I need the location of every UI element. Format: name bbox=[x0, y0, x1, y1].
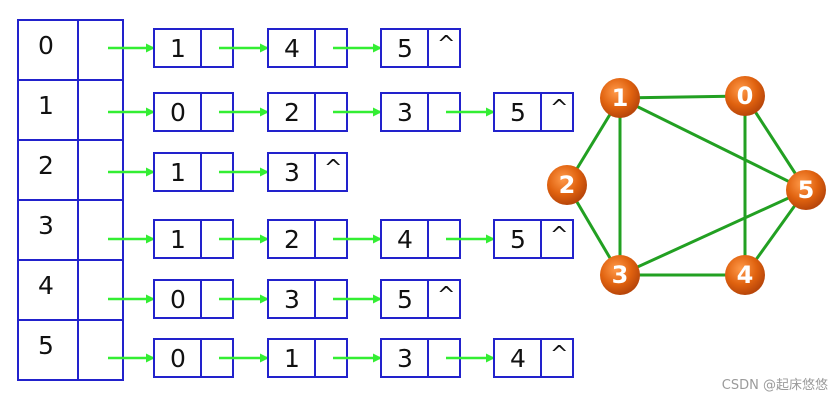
list-node-0-5: 5^ bbox=[380, 28, 461, 68]
head-pointer-cell bbox=[77, 79, 124, 141]
watermark: CSDN @起床悠悠 bbox=[721, 378, 828, 393]
head-pointer-cell bbox=[77, 139, 124, 201]
list-node-4-3: 3 bbox=[267, 279, 348, 319]
vertex-circle bbox=[725, 255, 765, 295]
graph-vertex-0: 0 bbox=[725, 76, 765, 116]
node-value: 0 bbox=[170, 98, 186, 127]
list-node-5-4: 4^ bbox=[493, 338, 574, 378]
head-row-4: 4 bbox=[17, 259, 124, 321]
graph-vertex-5: 5 bbox=[786, 170, 826, 210]
node-next-cell bbox=[540, 219, 574, 259]
vertex-circle bbox=[786, 170, 826, 210]
head-row-0: 0 bbox=[17, 19, 124, 81]
node-value: 1 bbox=[170, 225, 186, 254]
head-vertex-label: 1 bbox=[38, 91, 54, 120]
list-node-2-3: 3^ bbox=[267, 152, 348, 192]
head-vertex-label: 0 bbox=[38, 31, 54, 60]
graph-vertex-4: 4 bbox=[725, 255, 765, 295]
graph-edge-1-0 bbox=[619, 94, 746, 100]
node-value: 4 bbox=[284, 34, 300, 63]
node-value: 4 bbox=[397, 225, 413, 254]
node-value: 5 bbox=[510, 98, 526, 127]
vertex-circle bbox=[547, 165, 587, 205]
list-node-5-0: 0 bbox=[153, 338, 234, 378]
graph-vertex-1: 1 bbox=[600, 78, 640, 118]
node-next-cell bbox=[427, 28, 461, 68]
node-value: 3 bbox=[397, 344, 413, 373]
head-pointer-cell bbox=[77, 19, 124, 81]
vertex-label: 4 bbox=[737, 261, 754, 289]
list-node-1-0: 0 bbox=[153, 92, 234, 132]
node-value: 3 bbox=[284, 158, 300, 187]
head-vertex-label: 4 bbox=[38, 271, 54, 300]
graph-edge-3-5 bbox=[619, 188, 807, 277]
null-pointer-marker: ^ bbox=[550, 342, 568, 367]
null-pointer-marker: ^ bbox=[437, 283, 455, 308]
node-value: 5 bbox=[397, 285, 413, 314]
node-value: 3 bbox=[397, 98, 413, 127]
undirected-graph: 0 1 2 3 4 5 bbox=[547, 76, 826, 295]
head-vertex-label: 5 bbox=[38, 331, 54, 360]
head-pointer-cell bbox=[77, 199, 124, 261]
list-node-4-5: 5^ bbox=[380, 279, 461, 319]
head-row-2: 2 bbox=[17, 139, 124, 201]
graph-vertex-3: 3 bbox=[600, 255, 640, 295]
node-value: 4 bbox=[510, 344, 526, 373]
node-value: 3 bbox=[284, 285, 300, 314]
node-next-cell bbox=[427, 279, 461, 319]
list-node-3-5: 5^ bbox=[493, 219, 574, 259]
vertex-label: 2 bbox=[559, 171, 576, 199]
vertex-label: 5 bbox=[798, 176, 815, 204]
graph-edge-1-5 bbox=[619, 96, 807, 192]
list-node-1-2: 2 bbox=[267, 92, 348, 132]
vertex-label: 1 bbox=[612, 84, 629, 112]
null-pointer-marker: ^ bbox=[324, 156, 342, 181]
null-pointer-marker: ^ bbox=[550, 223, 568, 248]
head-vertex-label: 2 bbox=[38, 151, 54, 180]
head-row-3: 3 bbox=[17, 199, 124, 261]
list-node-1-5: 5^ bbox=[493, 92, 574, 132]
node-value: 1 bbox=[170, 158, 186, 187]
list-node-5-1: 1 bbox=[267, 338, 348, 378]
head-row-5: 5 bbox=[17, 319, 124, 381]
graph-vertex-2: 2 bbox=[547, 165, 587, 205]
node-next-cell bbox=[314, 152, 348, 192]
vertex-label: 3 bbox=[612, 261, 629, 289]
node-value: 5 bbox=[397, 34, 413, 63]
node-value: 2 bbox=[284, 225, 300, 254]
node-value: 1 bbox=[170, 34, 186, 63]
vertex-circle bbox=[600, 255, 640, 295]
node-value: 0 bbox=[170, 285, 186, 314]
list-node-0-4: 4 bbox=[267, 28, 348, 68]
node-next-cell bbox=[540, 92, 574, 132]
head-row-1: 1 bbox=[17, 79, 124, 141]
node-next-cell bbox=[540, 338, 574, 378]
vertex-circle bbox=[600, 78, 640, 118]
node-value: 5 bbox=[510, 225, 526, 254]
node-value: 1 bbox=[284, 344, 300, 373]
node-value: 2 bbox=[284, 98, 300, 127]
null-pointer-marker: ^ bbox=[550, 96, 568, 121]
null-pointer-marker: ^ bbox=[437, 32, 455, 57]
vertex-label: 0 bbox=[737, 82, 754, 110]
node-value: 0 bbox=[170, 344, 186, 373]
head-vertex-label: 3 bbox=[38, 211, 54, 240]
head-pointer-cell bbox=[77, 319, 124, 381]
vertex-circle bbox=[725, 76, 765, 116]
head-pointer-cell bbox=[77, 259, 124, 321]
